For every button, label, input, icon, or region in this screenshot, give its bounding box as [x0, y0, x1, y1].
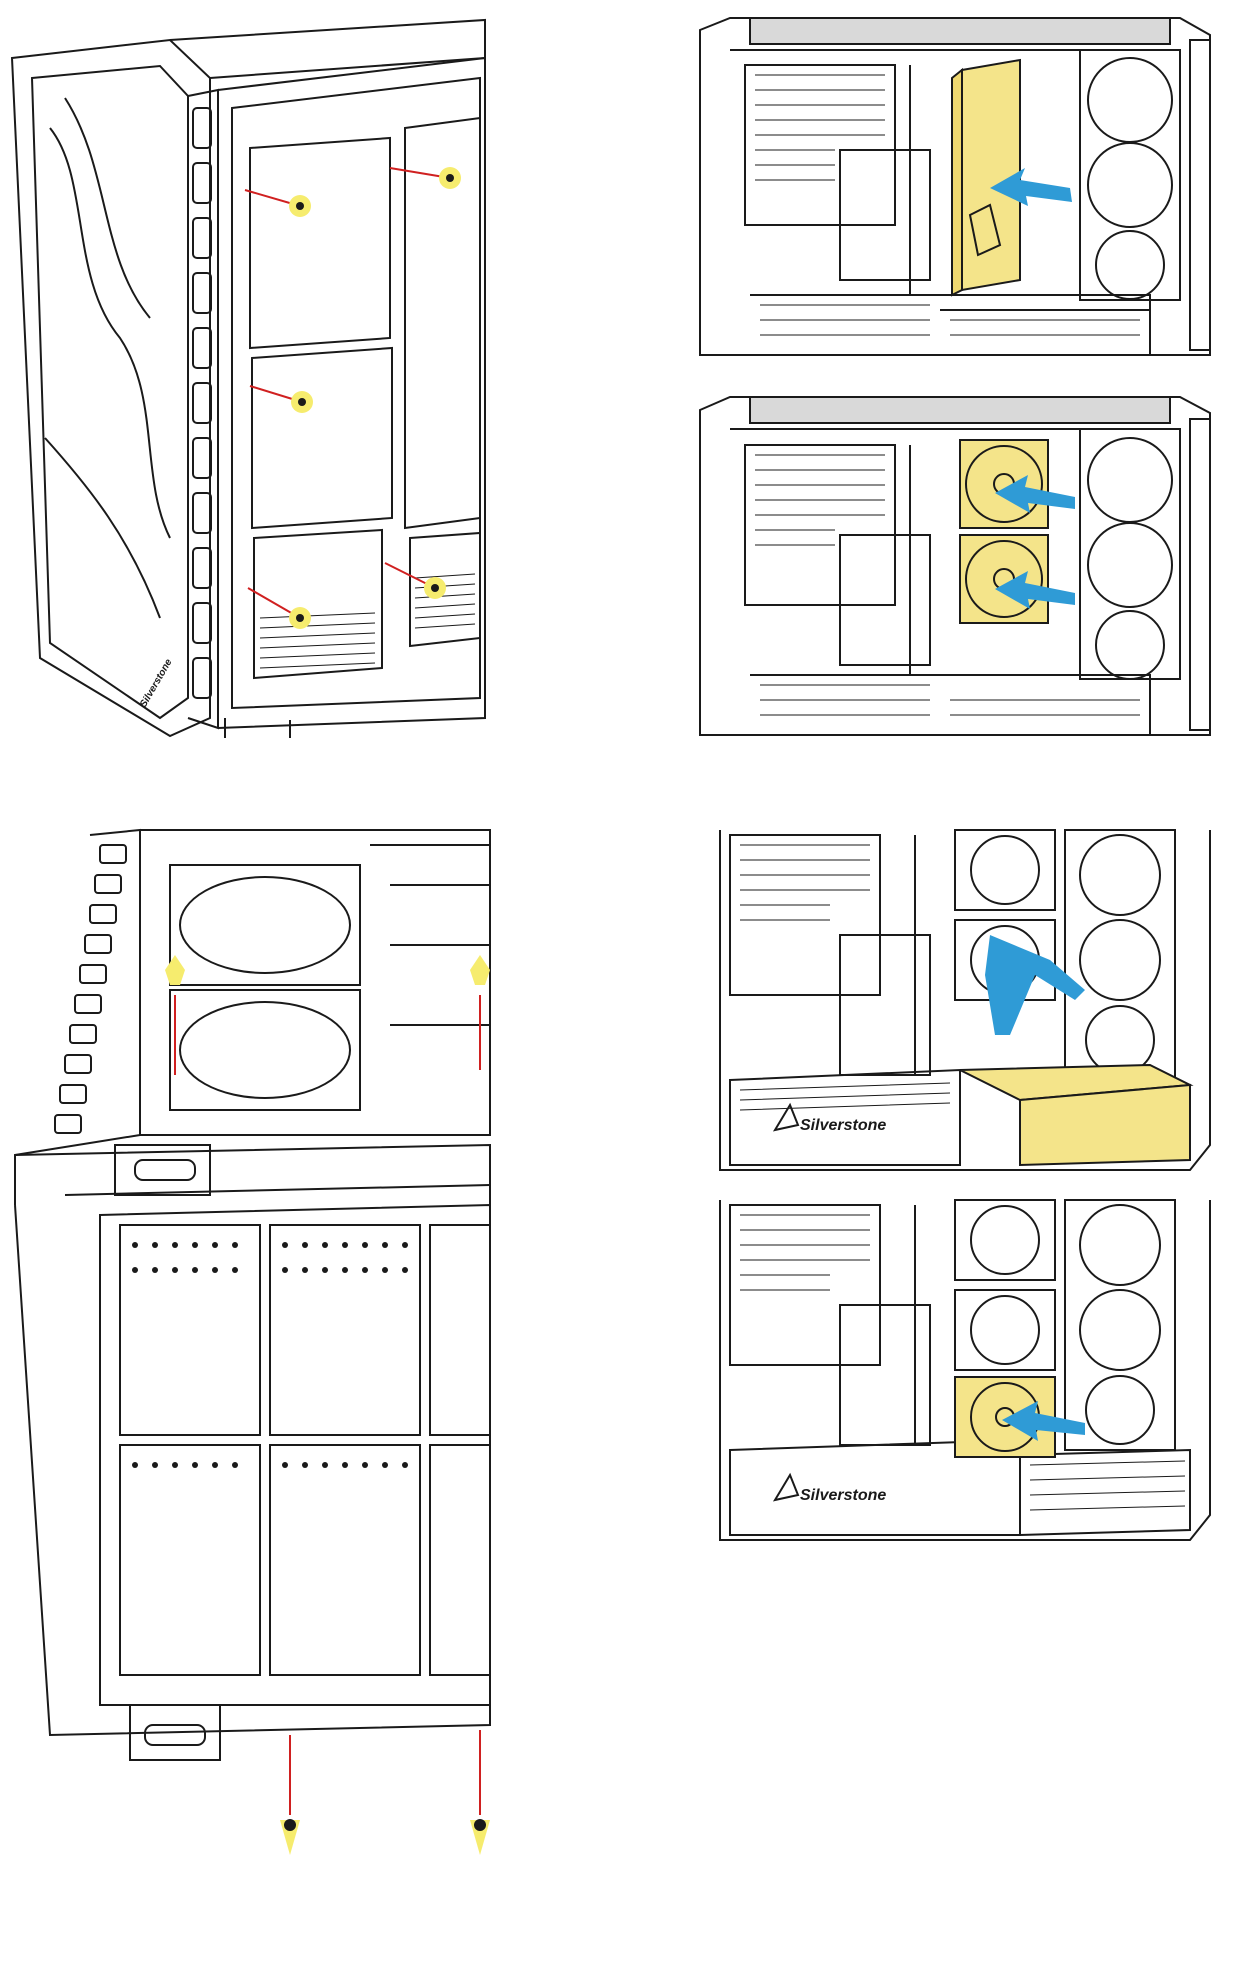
- bottom-mesh: [259, 573, 476, 669]
- diagram-case-side-view: Silverstone: [10, 18, 486, 738]
- panel-top-bracket-screws: [10, 825, 610, 1945]
- diagram-case-top-view: [14, 828, 491, 1855]
- perforated-mesh: [119, 1224, 491, 1676]
- diagram-case-psu-shroud: Silverstone: [719, 829, 1211, 1171]
- insert-arrow-icon: [1002, 1401, 1085, 1441]
- two-fans-highlight: [959, 439, 1049, 624]
- vertical-bracket-highlight: [951, 58, 1021, 297]
- mesh-grid: [755, 454, 1140, 716]
- vent-slots: [192, 107, 212, 699]
- svg-text:Silverstone: Silverstone: [800, 1487, 886, 1504]
- insert-arrow-icon: [990, 168, 1072, 206]
- diagram-case-interior-two-fans: [699, 396, 1211, 736]
- panel-side-bracket-screws: Silverstone: [10, 18, 610, 738]
- panel-install-two-fans: [690, 385, 1230, 740]
- mesh-grid: [740, 1214, 1186, 1511]
- insert-arrow-icon: [995, 571, 1075, 609]
- mesh-grid: [755, 74, 1140, 336]
- silverstone-logo-icon: Silverstone: [772, 1102, 886, 1134]
- mesh-grid: [739, 844, 951, 1111]
- diagram-case-interior-bracket: [699, 17, 1211, 356]
- mesh-dots: [132, 1242, 408, 1468]
- bottom-plate-highlight: [959, 1063, 1194, 1167]
- insert-arrow-icon: [995, 475, 1075, 513]
- bent-arrow-icon: [985, 935, 1085, 1035]
- screw-markers: [165, 955, 490, 1855]
- panel-insert-vertical-bracket: [690, 10, 1230, 360]
- silverstone-logo-icon: Silverstone: [138, 657, 175, 710]
- silverstone-logo-icon: Silverstone: [772, 1472, 886, 1504]
- screw-markers: [244, 167, 461, 629]
- diagram-case-bottom-fan: Silverstone: [719, 1199, 1211, 1541]
- svg-text:Silverstone: Silverstone: [138, 657, 175, 710]
- vent-slots: [54, 844, 127, 1134]
- svg-text:Silverstone: Silverstone: [800, 1117, 886, 1134]
- panel-install-bottom-fan: Silverstone: [690, 1195, 1230, 1545]
- panel-install-bottom-bracket: Silverstone: [690, 825, 1230, 1175]
